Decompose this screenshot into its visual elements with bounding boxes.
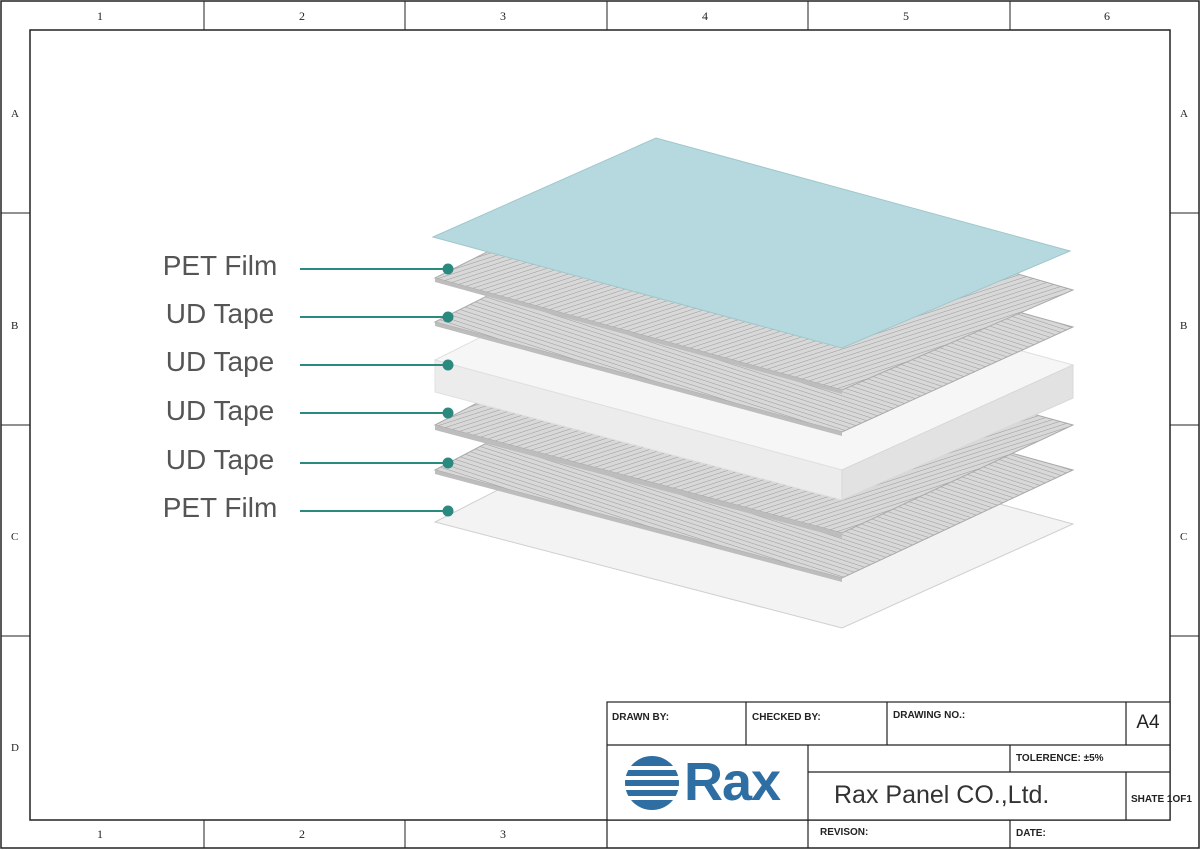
company-name: Rax Panel CO.,Ltd. [834,781,1050,809]
company-logo: Rax [684,752,781,812]
column-number: 3 [500,827,506,841]
leader-dot [442,359,454,371]
leader-dot [442,505,454,517]
column-number: 4 [702,9,708,23]
checked-by-label: CHECKED BY: [752,712,821,723]
row-letter: B [1180,320,1188,332]
layer-pet-film-top [431,137,1072,349]
column-number: 5 [903,9,909,23]
leader-dot [442,407,454,419]
paper-size: A4 [1136,712,1160,733]
layer-label-pet-film-top: PET Film [162,250,278,281]
row-letter: C [1180,531,1188,543]
revision-label: REVISON: [820,827,869,838]
layer-label-ud-tape-4: UD Tape [165,444,275,475]
column-number: 2 [299,827,305,841]
row-letter: D [11,742,19,754]
drawing-no-label: DRAWING NO.: [893,710,966,721]
layer-label-ud-tape-1: UD Tape [165,298,275,329]
globe-logo-icon [625,756,679,810]
row-letter: C [11,531,19,543]
row-letter: B [11,320,19,332]
drawn-by-label: DRAWN BY: [612,712,670,723]
leader-dot [442,263,454,275]
row-letter: A [1180,108,1188,120]
column-number: 1 [97,827,103,841]
column-number: 6 [1104,9,1110,23]
column-number: 1 [97,9,103,23]
layer-label-ud-tape-2: UD Tape [165,346,275,377]
leader-dot [442,311,454,323]
leader-dot [442,457,454,469]
layer-label-pet-film-bottom: PET Film [162,492,278,523]
layer-label-ud-tape-3: UD Tape [165,395,275,426]
row-letter: A [11,108,19,120]
sheet-label: SHATE 1OF1 [1131,794,1192,805]
date-label: DATE: [1016,828,1046,839]
column-number: 3 [500,9,506,23]
column-number: 2 [299,9,305,23]
tolerance-label: TOLERENCE: ±5% [1016,753,1104,764]
